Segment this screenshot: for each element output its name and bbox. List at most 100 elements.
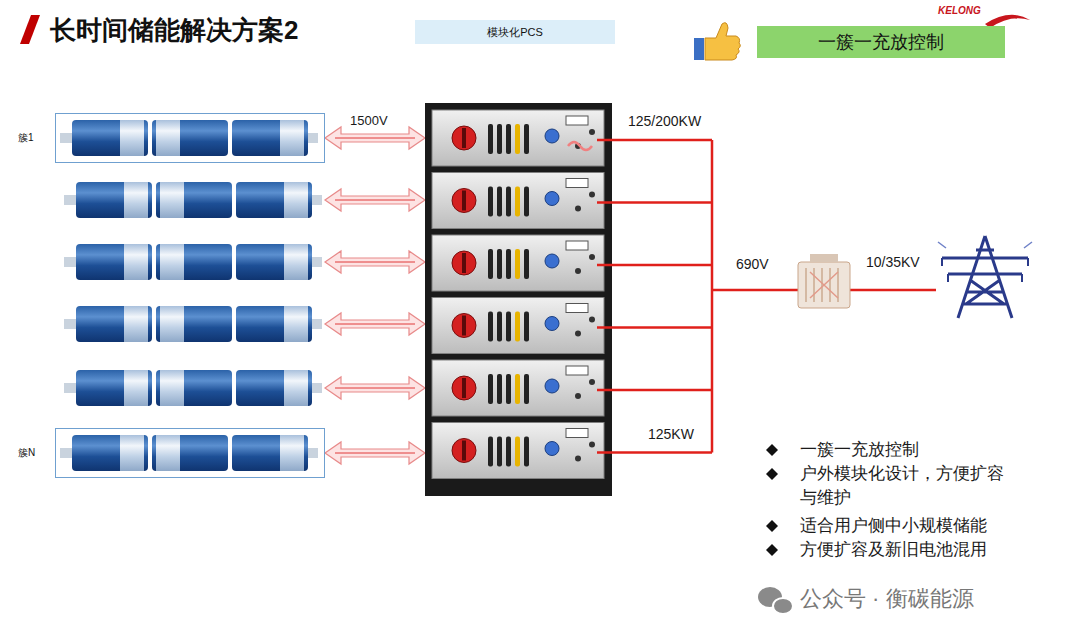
battery-band bbox=[284, 306, 308, 342]
dc-link-arrow bbox=[325, 442, 425, 464]
feature-badge: 一簇一充放控制 bbox=[757, 26, 1005, 58]
battery-band bbox=[124, 306, 148, 342]
dc-link-arrow bbox=[325, 251, 425, 273]
battery-cluster bbox=[64, 370, 322, 406]
battery-cluster bbox=[64, 182, 322, 218]
battery-band bbox=[120, 435, 144, 471]
battery-band bbox=[280, 120, 304, 156]
pcs-module bbox=[432, 110, 604, 166]
ac-wire bbox=[712, 289, 798, 292]
thumbs-up-icon bbox=[694, 23, 740, 60]
battery-band bbox=[156, 435, 180, 471]
battery-cell bbox=[76, 306, 152, 342]
grid-wire bbox=[850, 289, 936, 292]
battery-cell bbox=[76, 182, 152, 218]
dc-link-arrow bbox=[325, 377, 425, 399]
node-text: 模块化PCS bbox=[487, 25, 543, 40]
ac-symbol bbox=[568, 142, 592, 150]
transformer-symbol bbox=[798, 254, 850, 308]
battery-band bbox=[156, 120, 180, 156]
battery-end-cap bbox=[64, 383, 78, 393]
pcs-module bbox=[432, 298, 604, 354]
battery-cluster-box: 簇N bbox=[55, 428, 325, 478]
bullet-diamond bbox=[766, 520, 778, 532]
ac-wire bbox=[597, 201, 712, 204]
battery-cell bbox=[236, 370, 312, 406]
battery-end-cap bbox=[64, 195, 78, 205]
watermark: 公众号 · 衡碳能源 bbox=[800, 584, 974, 614]
battery-end-cap bbox=[60, 133, 74, 143]
battery-cell bbox=[236, 306, 312, 342]
battery-cell bbox=[156, 182, 232, 218]
voltage-label: 10/35KV bbox=[866, 254, 920, 270]
bullet-diamond bbox=[766, 468, 778, 480]
battery-cell bbox=[72, 435, 148, 471]
logo-text: KELONG bbox=[938, 5, 981, 16]
dc-link-line bbox=[335, 388, 415, 389]
battery-cell bbox=[152, 435, 228, 471]
pcs-module bbox=[432, 360, 604, 416]
battery-band bbox=[120, 120, 144, 156]
voltage-label: 1500V bbox=[350, 113, 388, 128]
decor bbox=[20, 15, 1032, 614]
battery-cell bbox=[236, 244, 312, 280]
pcs-module bbox=[432, 423, 604, 479]
battery-band bbox=[160, 306, 184, 342]
battery-cluster bbox=[60, 120, 318, 156]
battery-end-cap bbox=[60, 448, 74, 458]
dc-link-line bbox=[335, 453, 415, 454]
header-tag: 模块化PCS bbox=[415, 20, 615, 44]
battery-band bbox=[160, 370, 184, 406]
power-tower-symbol bbox=[938, 236, 1032, 318]
wechat-icon bbox=[758, 587, 793, 614]
node-text: 一簇一充放控制 bbox=[818, 30, 944, 54]
battery-cell bbox=[72, 120, 148, 156]
battery-end-cap bbox=[64, 257, 78, 267]
dc-link-arrow bbox=[325, 189, 425, 211]
pcs-rack bbox=[425, 103, 612, 496]
voltage-label: 690V bbox=[736, 256, 769, 272]
battery-cell bbox=[76, 370, 152, 406]
ac-wire bbox=[597, 451, 712, 454]
battery-band bbox=[284, 244, 308, 280]
power-label: 125KW bbox=[648, 426, 694, 442]
battery-cell bbox=[156, 306, 232, 342]
battery-band bbox=[124, 244, 148, 280]
ac-bus bbox=[711, 140, 714, 453]
battery-cell bbox=[156, 370, 232, 406]
power-label: 125/200KW bbox=[628, 113, 701, 129]
battery-cell bbox=[76, 244, 152, 280]
node-text: 簇1 bbox=[18, 131, 34, 145]
battery-cluster bbox=[64, 306, 322, 342]
pcs-module bbox=[432, 235, 604, 291]
ac-wire bbox=[597, 139, 712, 142]
ac-wire bbox=[597, 264, 712, 267]
ac-wire bbox=[597, 326, 712, 329]
battery-band bbox=[280, 435, 304, 471]
bullet-diamond bbox=[766, 544, 778, 556]
title: 长时间储能解决方案2 bbox=[50, 13, 298, 48]
battery-cell bbox=[156, 244, 232, 280]
ac-wire bbox=[597, 389, 712, 392]
battery-end-cap bbox=[64, 319, 78, 329]
title-slash bbox=[20, 15, 40, 44]
battery-cluster-box: 簇1 bbox=[55, 113, 325, 163]
battery-cell bbox=[232, 120, 308, 156]
battery-cell bbox=[232, 435, 308, 471]
dc-link-line bbox=[335, 324, 415, 325]
bullet-text: 一簇一充放控制 bbox=[800, 438, 1010, 462]
bullet-text: 方便扩容及新旧电池混用 bbox=[800, 538, 1010, 562]
battery-cluster bbox=[60, 435, 318, 471]
bullet-text: 户外模块化设计，方便扩容与维护 bbox=[800, 462, 1010, 510]
dc-link-line bbox=[335, 138, 415, 139]
bullet-text: 适合用户侧中小规模储能 bbox=[800, 514, 1010, 538]
node-text: 簇N bbox=[18, 446, 35, 460]
pcs-module bbox=[432, 173, 604, 229]
battery-band bbox=[160, 182, 184, 218]
battery-cell bbox=[236, 182, 312, 218]
dc-link-arrow bbox=[325, 313, 425, 335]
dc-link-arrow bbox=[325, 127, 425, 149]
bullet-diamond bbox=[766, 444, 778, 456]
battery-band bbox=[160, 244, 184, 280]
battery-band bbox=[124, 182, 148, 218]
